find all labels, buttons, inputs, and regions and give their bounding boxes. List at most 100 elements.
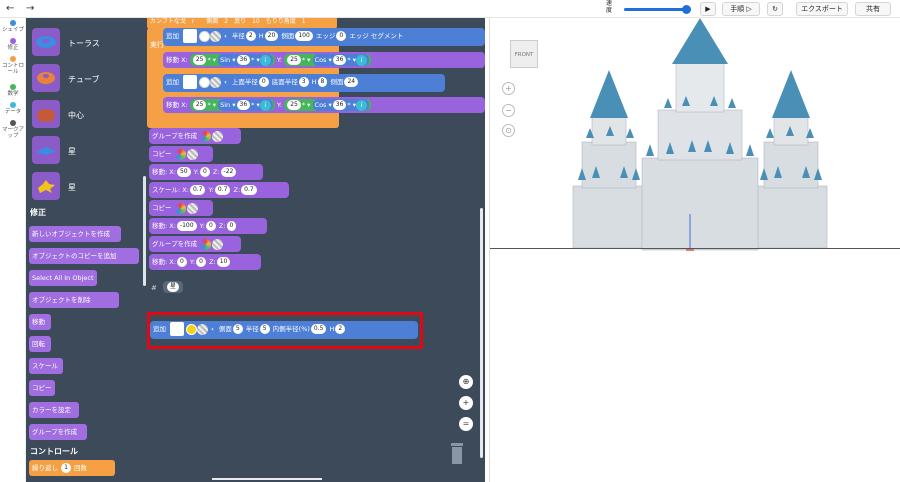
category-control[interactable]: コントロール	[1, 56, 25, 75]
zoom-out-icon[interactable]: =	[459, 417, 473, 431]
cos-function[interactable]: Cos ▾36* ▾i	[312, 99, 369, 111]
category-modify[interactable]: 修正	[1, 38, 25, 51]
repeat-count[interactable]: 1	[61, 463, 71, 473]
zoom-in-view-icon[interactable]: +	[502, 82, 515, 95]
move-block-4[interactable]: 移動: X:-100 Y:0 Z:0	[149, 218, 267, 234]
comment-block[interactable]: 星	[163, 281, 184, 293]
trash-icon[interactable]	[449, 441, 465, 465]
category-shapes[interactable]: シェイプ	[1, 20, 25, 33]
workspace-hscrollbar[interactable]	[212, 478, 322, 480]
shape-label-star2: 星	[68, 183, 76, 192]
clipped-block[interactable]: カンフトな戈 r 側面 2 異り 10 もりり角度 1	[147, 18, 337, 30]
export-button[interactable]: エクスポート	[796, 2, 848, 16]
texture-icon[interactable]	[210, 76, 222, 88]
texture-icon[interactable]	[186, 148, 198, 160]
star-block-2[interactable]	[32, 172, 60, 200]
palette-block-move[interactable]: 移動	[29, 314, 51, 330]
texture-icon[interactable]	[210, 30, 222, 42]
category-markup[interactable]: マークアップ	[1, 120, 25, 139]
texture-icon[interactable]	[212, 238, 224, 250]
scale-block[interactable]: スケール: X:0.7 Y:0.7 Z:0.7	[149, 182, 289, 198]
workspace-scrollbar[interactable]	[480, 208, 483, 458]
star-shape-icon	[36, 147, 56, 155]
chevron-left-icon[interactable]: ‹	[224, 78, 227, 86]
create-group-block-1[interactable]: グループを作成	[149, 128, 241, 144]
category-data[interactable]: データ	[1, 102, 25, 115]
math-expression-y[interactable]: 25* ▾ Cos ▾36* ▾i	[284, 54, 371, 66]
cos-function[interactable]: Cos ▾36* ▾i	[312, 54, 369, 66]
palette-block-new-object[interactable]: 新しいオブジェクトを作成	[29, 226, 121, 242]
color-rainbow-icon[interactable]	[200, 130, 212, 142]
speed-slider[interactable]	[624, 5, 691, 14]
star-icon	[38, 180, 55, 193]
undo-icon[interactable]: ←	[6, 3, 15, 14]
chevron-left-icon[interactable]: ‹	[224, 32, 227, 40]
move-block-2[interactable]: 移動 X: 25* ▾ Sin ▾36* ▾i Y: 25* ▾ Cos ▾36…	[163, 97, 485, 113]
palette-block-set-color[interactable]: カラーを設定	[29, 402, 79, 418]
math-expression-x[interactable]: 25* ▾ Sin ▾36* ▾i	[189, 54, 275, 66]
star-block-1[interactable]	[32, 136, 60, 164]
texture-icon[interactable]	[186, 202, 198, 214]
zoom-in-icon[interactable]: +	[459, 396, 473, 410]
color-rainbow-icon[interactable]	[174, 148, 186, 160]
move-block-5[interactable]: 移動: X:0 Y:0 Z:10	[149, 254, 261, 270]
category-math[interactable]: 数学	[1, 84, 25, 97]
edge-value[interactable]: 0	[336, 31, 347, 41]
palette-block-rotate[interactable]: 回転	[29, 336, 51, 352]
palette-block-add-copy[interactable]: オブジェクトのコピーを追加	[29, 248, 139, 264]
zoom-out-view-icon[interactable]: −	[502, 104, 515, 117]
math-expression-y[interactable]: 25* ▾ Cos ▾36* ▾i	[284, 99, 371, 111]
palette-block-delete-object[interactable]: オブジェクトを削除	[29, 292, 119, 308]
view-cube[interactable]: FRONT	[510, 40, 538, 68]
block-palette: トーラス チューブ 中心 星 星 修正 新しいオブジェクトを作成 オブジェクトの…	[26, 18, 147, 482]
color-blue[interactable]	[199, 76, 211, 88]
category-dot-icon	[10, 38, 16, 44]
copy-block-1[interactable]: コピー	[149, 146, 213, 162]
chevron-left-icon[interactable]: ‹	[211, 325, 214, 333]
color-rainbow-icon[interactable]	[200, 238, 212, 250]
reset-button[interactable]: ↻	[767, 2, 783, 16]
redo-icon[interactable]: →	[26, 3, 35, 14]
copy-block-2[interactable]: コピー	[149, 200, 213, 216]
texture-icon[interactable]	[197, 323, 209, 335]
palette-block-scale[interactable]: スケール	[29, 358, 63, 374]
math-expression-x[interactable]: 25* ▾ Sin ▾36* ▾i	[189, 99, 275, 111]
step-button[interactable]: 手順 ▷	[722, 2, 760, 16]
sides-value[interactable]: 100	[295, 31, 313, 41]
palette-block-create-group[interactable]: グループを作成	[29, 424, 87, 440]
comment-text[interactable]: 星	[167, 282, 180, 292]
tube-block[interactable]	[32, 64, 60, 92]
color-yellow[interactable]	[186, 323, 198, 335]
color-white[interactable]	[199, 30, 211, 42]
move-block-1[interactable]: 移動 X: 25* ▾ Sin ▾36* ▾i Y: 25* ▾ Cos ▾36…	[163, 52, 485, 68]
speed-label: 速度	[605, 0, 612, 14]
create-group-block-2[interactable]: グループを作成	[149, 236, 241, 252]
category-dot-icon	[10, 84, 16, 90]
radius-value[interactable]: 2	[245, 31, 256, 41]
move-block-3[interactable]: 移動: X:50 Y:0 Z:-22	[149, 164, 263, 180]
zoom-reset-icon[interactable]: ⊕	[459, 375, 473, 389]
palette-block-repeat[interactable]: 繰り返し 1 回数	[29, 460, 115, 476]
palette-block-select-all[interactable]: Select All In Object	[29, 270, 97, 286]
orbit-view-icon[interactable]: ⊙	[502, 124, 515, 137]
sin-function[interactable]: Sin ▾36* ▾i	[218, 54, 273, 66]
texture-icon[interactable]	[212, 130, 224, 142]
3d-viewport[interactable]: FRONT + − ⊙	[489, 18, 900, 482]
share-button[interactable]: 共有	[855, 2, 891, 16]
play-button[interactable]: ▶	[700, 2, 716, 16]
height-value[interactable]: 20	[264, 31, 279, 41]
variable-i-icon: i	[356, 99, 367, 111]
color-rainbow-icon[interactable]	[174, 202, 186, 214]
palette-block-copy[interactable]: コピー	[29, 380, 55, 396]
sin-function[interactable]: Sin ▾36* ▾i	[218, 99, 273, 111]
torus-block[interactable]	[32, 28, 60, 56]
variable-i-icon: i	[356, 54, 367, 66]
center-block[interactable]	[32, 100, 60, 128]
palette-scrollbar[interactable]	[143, 176, 146, 286]
category-rail: シェイプ 修正 コントロール 数学 データ マークアップ	[0, 18, 26, 482]
slider-knob[interactable]	[682, 5, 691, 14]
